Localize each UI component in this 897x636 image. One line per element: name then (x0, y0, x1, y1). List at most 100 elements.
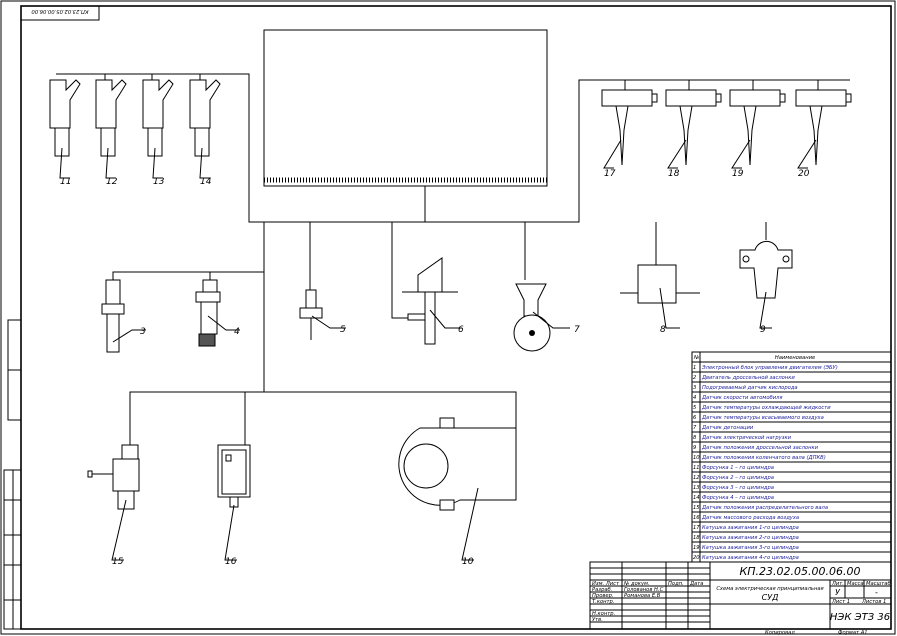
legend-item-name: Катушка зажигания 2-го цилиндра (702, 535, 799, 541)
label-16: 16 (225, 557, 237, 567)
legend-header-num: № (693, 355, 699, 361)
legend-item-name: Датчик положения распределительного вала (701, 505, 828, 511)
legend-item-name: Датчик скорости автомобиля (701, 395, 783, 401)
legend-item-number: 11 (693, 465, 700, 471)
legend-item-name: Катушка зажигания 4-го цилиндра (702, 555, 799, 561)
crankshaft-sensor-10 (398, 417, 517, 511)
ignition-coils (601, 89, 852, 166)
maf-sensor-16 (217, 444, 251, 508)
injector-13 (142, 79, 174, 157)
stamp-code: КП.23.02.05.00.06.00 (31, 8, 89, 14)
injector-12 (95, 79, 127, 157)
legend-item-name: Форсунка 4 – го цилиндра (702, 495, 774, 501)
label-9: 9 (760, 325, 766, 335)
legend-header-name: Наименование (775, 355, 815, 361)
load-sensor-8 (620, 264, 700, 304)
label-11: 11 (60, 177, 71, 187)
label-15: 15 (112, 557, 124, 567)
legend-item-name: Двигатель дроссельной заслонки (701, 375, 795, 381)
camshaft-sensor-15 (87, 444, 140, 510)
component-labels: 11 12 13 14 17 18 19 20 3 4 5 6 7 8 9 10… (60, 169, 810, 567)
injector-11 (49, 79, 81, 157)
drawing-title-2: СУД (762, 593, 779, 602)
throttle-position-sensor-9 (739, 241, 793, 299)
label-10: 10 (462, 557, 474, 567)
coil-18 (665, 89, 722, 166)
legend-item-number: 3 (693, 385, 696, 391)
legend-item-name: Электронный блок управления двигателем (… (701, 365, 838, 371)
legend-item-number: 8 (693, 435, 697, 441)
legend-item-number: 14 (693, 495, 700, 501)
coil-17 (601, 89, 658, 166)
label-3: 3 (140, 327, 146, 337)
role-check: Провер. (592, 593, 614, 599)
label-20: 20 (798, 169, 810, 179)
drawing-code: КП.23.02.05.00.06.00 (739, 565, 860, 578)
role-appr: Утв. (592, 617, 603, 623)
format-label: Формат А1 (838, 630, 868, 636)
label-4: 4 (234, 327, 240, 337)
knock-sensor-7 (513, 283, 551, 352)
oxygen-sensor-3 (101, 279, 125, 353)
label-6: 6 (458, 325, 464, 335)
injector-14 (189, 79, 221, 157)
legend-item-name: Датчик электрической нагрузки (701, 435, 792, 441)
sheets-label: Листов 1 (861, 599, 886, 605)
label-13: 13 (153, 177, 165, 187)
drawing-frame (20, 5, 892, 630)
title-block (589, 561, 892, 630)
legend-table: № Наименование 1 Электронный блок управле… (691, 351, 892, 563)
scale-label: Масштаб (866, 581, 891, 587)
col-izm: Изм. Лист (592, 581, 620, 587)
role-dev: Разраб. (592, 587, 612, 593)
ecu-block (263, 29, 548, 187)
coil-20 (795, 89, 852, 166)
col-date: Дата (689, 581, 703, 587)
legend-item-name: Форсунка 2 – го цилиндра (702, 475, 774, 481)
label-19: 19 (732, 169, 744, 179)
left-side-stamps (3, 319, 22, 630)
col-doc: № докум. (623, 581, 650, 587)
mass-label: Масса (847, 581, 864, 587)
lit-value: У (835, 588, 841, 597)
lit-label: Лит. (831, 581, 844, 587)
label-17: 17 (604, 169, 616, 179)
name-check: Романова Е.В (624, 593, 661, 599)
role-ncontr: Н.контр. (592, 611, 615, 617)
legend-item-name: Форсунка 3 – го цилиндра (702, 485, 774, 491)
drawing-title-1: Схема электрическая принципиальная (716, 586, 823, 592)
legend-item-number: 5 (693, 405, 697, 411)
legend-item-name: Датчик температуры всасываемого воздуха (701, 415, 824, 421)
organization: НЭК ЭТЗ 36 (830, 612, 890, 623)
legend-item-number: 9 (693, 445, 696, 451)
label-18: 18 (668, 169, 680, 179)
legend-item-number: 2 (693, 375, 696, 381)
legend-item-number: 20 (693, 555, 700, 561)
copied-label: Копировал (765, 630, 795, 636)
label-8: 8 (660, 325, 666, 335)
legend-item-number: 16 (693, 515, 700, 521)
legend-item-number: 12 (693, 475, 700, 481)
legend-item-number: 13 (693, 485, 700, 491)
label-7: 7 (574, 325, 580, 335)
legend-item-name: Подогреваемый датчик кислорода (702, 385, 798, 391)
legend-item-number: 6 (693, 415, 697, 421)
sheet-label: Лист 1 (831, 599, 850, 605)
top-left-stamp: КП.23.02.05.00.06.00 (20, 5, 100, 21)
legend-item-name: Форсунка 1 – го цилиндра (702, 465, 774, 471)
label-5: 5 (340, 325, 346, 335)
air-temp-sensor-6 (402, 257, 458, 345)
legend-item-number: 1 (693, 365, 696, 371)
legend-item-name: Датчик температуры охлаждающей жидкости (701, 405, 831, 411)
injectors (49, 79, 221, 157)
label-14: 14 (200, 177, 212, 187)
title-block-text: КП.23.02.05.00.06.00 Схема электрическая… (592, 565, 891, 636)
component-leaders (59, 139, 817, 561)
legend-item-name: Датчик массового расхода воздуха (701, 515, 799, 521)
coil-19 (729, 89, 786, 166)
legend-item-name: Датчик положения дроссельной заслонки (701, 445, 819, 451)
legend-item-number: 4 (693, 395, 696, 401)
legend-item-number: 10 (693, 455, 700, 461)
